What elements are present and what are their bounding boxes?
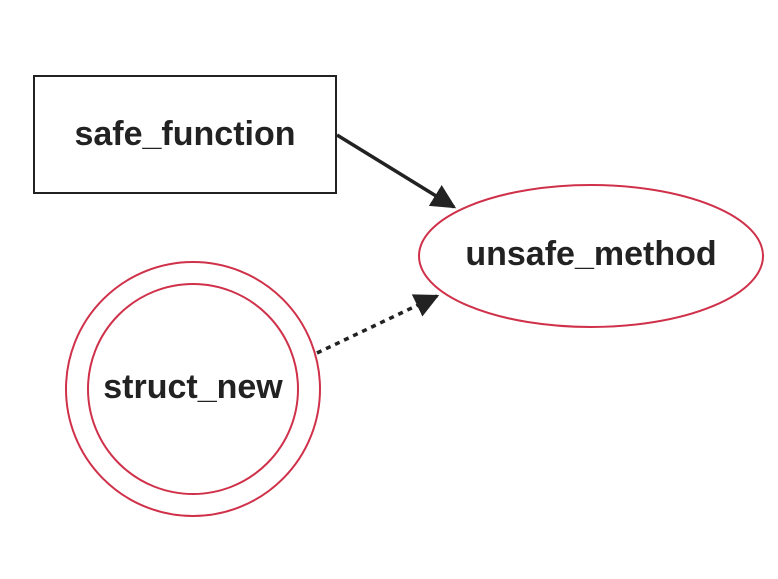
node-struct-new: struct_new — [65, 261, 321, 517]
node-safe-function: safe_function — [33, 75, 337, 194]
node-safe-function-box — [33, 75, 337, 194]
node-unsafe-method-label: unsafe_method — [465, 235, 716, 273]
node-unsafe-method: unsafe_method — [418, 184, 764, 328]
node-struct-new-inner-circle — [87, 283, 299, 495]
node-safe-function-label: safe_function — [74, 115, 295, 153]
edge-safe-function-to-unsafe-method — [336, 133, 457, 209]
node-unsafe-method-ellipse — [418, 184, 764, 328]
edge-struct-new-to-unsafe-method — [316, 294, 440, 355]
node-struct-new-label: struct_new — [103, 368, 283, 406]
